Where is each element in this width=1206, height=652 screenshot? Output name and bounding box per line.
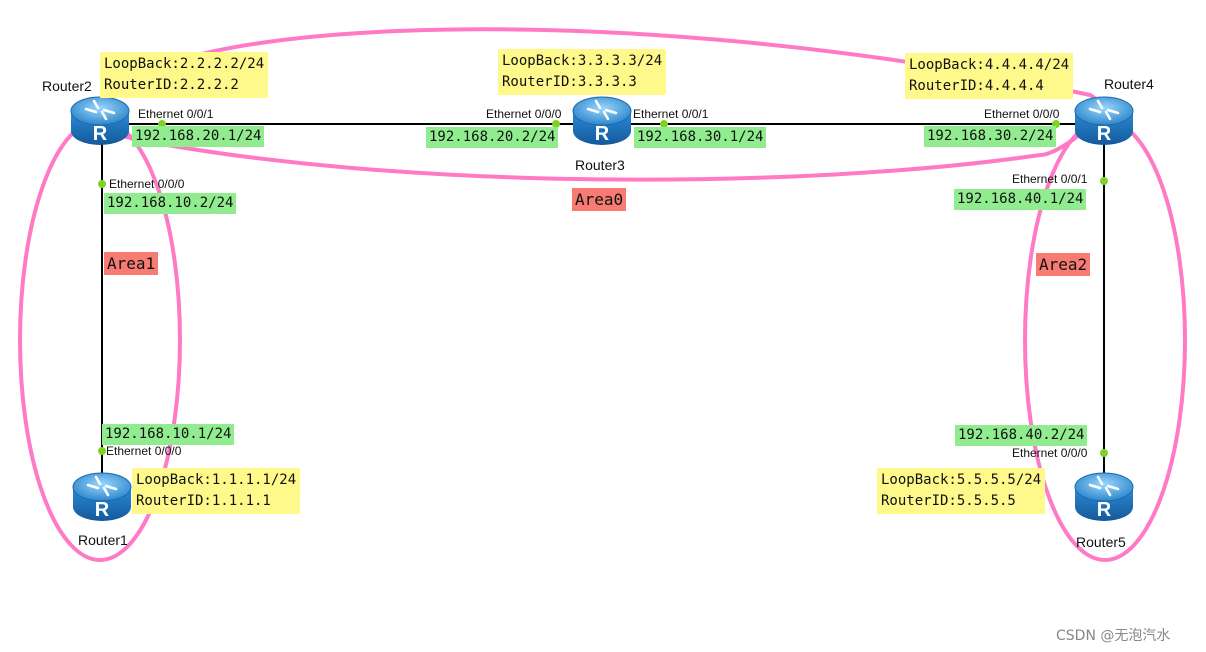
router3-info-box: LoopBack:3.3.3.3/24 RouterID:3.3.3.3 bbox=[498, 49, 667, 95]
router3-name: Router3 bbox=[575, 157, 625, 173]
router5-icon[interactable]: R bbox=[1074, 472, 1134, 521]
area0-label: Area0 bbox=[572, 188, 627, 211]
router5-name: Router5 bbox=[1076, 534, 1126, 550]
ip-label-r5-e000: 192.168.40.2/24 bbox=[955, 425, 1088, 446]
area0-ring bbox=[93, 27, 1101, 182]
router2-info-box: LoopBack:2.2.2.2/24 RouterID:2.2.2.2 bbox=[100, 52, 269, 98]
port-label-r4-e000: Ethernet 0/0/0 bbox=[984, 107, 1060, 121]
watermark: CSDN @无泡汽水 bbox=[1056, 628, 1171, 644]
router4-info-box: LoopBack:4.4.4.4/24 RouterID:4.4.4.4 bbox=[905, 53, 1074, 99]
router3-icon[interactable]: R bbox=[572, 96, 632, 145]
svg-text:R: R bbox=[1097, 123, 1112, 145]
ip-label-r4-e001: 192.168.40.1/24 bbox=[954, 189, 1087, 210]
router4-icon[interactable]: R bbox=[1074, 96, 1134, 145]
router1-routerid: RouterID:1.1.1.1 bbox=[136, 493, 271, 509]
area2-label: Area2 bbox=[1036, 253, 1091, 276]
router2-name: Router2 bbox=[42, 78, 92, 94]
port-dot-r2-e000 bbox=[98, 180, 106, 188]
port-label-r3-e001: Ethernet 0/0/1 bbox=[633, 107, 709, 121]
router2-loopback: LoopBack:2.2.2.2/24 bbox=[104, 56, 265, 72]
port-dot-r5-e000 bbox=[1100, 449, 1108, 457]
port-label-r3-e000: Ethernet 0/0/0 bbox=[486, 107, 562, 121]
router4-name: Router4 bbox=[1104, 76, 1154, 92]
svg-text:R: R bbox=[1097, 499, 1112, 521]
router4-routerid: RouterID:4.4.4.4 bbox=[909, 78, 1044, 94]
router2-icon[interactable]: R bbox=[70, 96, 130, 145]
ip-label-r4-e000: 192.168.30.2/24 bbox=[924, 126, 1057, 147]
port-dot-r3-e001 bbox=[660, 120, 668, 128]
port-dot-r1-e000 bbox=[98, 447, 106, 455]
port-dot-r4-e001 bbox=[1100, 177, 1108, 185]
svg-text:R: R bbox=[595, 123, 610, 145]
ip-label-r3-e001: 192.168.30.1/24 bbox=[634, 127, 767, 148]
router2-routerid: RouterID:2.2.2.2 bbox=[104, 77, 239, 93]
router1-info-box: LoopBack:1.1.1.1/24 RouterID:1.1.1.1 bbox=[132, 468, 301, 514]
router5-loopback: LoopBack:5.5.5.5/24 bbox=[881, 472, 1042, 488]
ip-label-r1-e000: 192.168.10.1/24 bbox=[102, 424, 235, 445]
router3-routerid: RouterID:3.3.3.3 bbox=[502, 74, 637, 90]
router5-info-box: LoopBack:5.5.5.5/24 RouterID:5.5.5.5 bbox=[877, 468, 1046, 514]
router3-loopback: LoopBack:3.3.3.3/24 bbox=[502, 53, 663, 69]
ip-label-r2-e001: 192.168.20.1/24 bbox=[132, 126, 265, 147]
ip-label-r3-e000: 192.168.20.2/24 bbox=[426, 127, 559, 148]
router1-icon[interactable]: R bbox=[72, 472, 132, 521]
svg-text:R: R bbox=[93, 123, 108, 145]
router1-loopback: LoopBack:1.1.1.1/24 bbox=[136, 472, 297, 488]
port-label-r4-e001: Ethernet 0/0/1 bbox=[1012, 172, 1088, 186]
ip-label-r2-e000: 192.168.10.2/24 bbox=[104, 193, 237, 214]
router4-loopback: LoopBack:4.4.4.4/24 bbox=[909, 57, 1070, 73]
svg-text:R: R bbox=[95, 499, 110, 521]
port-label-r5-e000: Ethernet 0/0/0 bbox=[1012, 446, 1088, 460]
port-label-r1-e000: Ethernet 0/0/0 bbox=[106, 444, 182, 458]
router5-routerid: RouterID:5.5.5.5 bbox=[881, 493, 1016, 509]
area1-label: Area1 bbox=[104, 252, 159, 275]
port-label-r2-e001: Ethernet 0/0/1 bbox=[138, 107, 214, 121]
port-label-r2-e000: Ethernet 0/0/0 bbox=[109, 177, 185, 191]
port-dot-r3-e000 bbox=[552, 120, 560, 128]
router1-name: Router1 bbox=[78, 532, 128, 548]
